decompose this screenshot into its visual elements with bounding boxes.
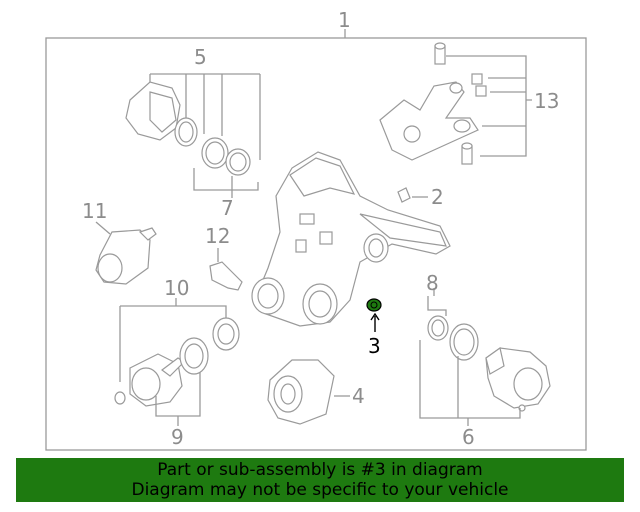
callout-9[interactable]: 9 — [171, 425, 184, 449]
part-6-flange[interactable] — [485, 346, 551, 412]
part-1-housing[interactable] — [251, 151, 451, 327]
part-8-rings[interactable] — [427, 315, 479, 361]
parts-diagram: 1 5 7 11 12 — [45, 8, 587, 451]
part-2-plug[interactable] — [397, 187, 411, 203]
callout-7[interactable]: 7 — [221, 196, 234, 220]
part-13-bracket[interactable] — [379, 42, 487, 165]
banner-line-1: Part or sub-assembly is #3 in diagram — [157, 460, 483, 480]
part-10-diff[interactable] — [212, 317, 240, 351]
banner-line-2: Diagram may not be specific to your vehi… — [131, 480, 509, 500]
callout-11[interactable]: 11 — [82, 199, 107, 223]
callout-13[interactable]: 13 — [534, 89, 559, 113]
callout-3[interactable]: 3 — [368, 334, 381, 358]
part-11-motor[interactable] — [95, 227, 157, 285]
callout-2[interactable]: 2 — [431, 185, 444, 209]
callout-4[interactable]: 4 — [352, 384, 365, 408]
part-12-sensor[interactable] — [209, 261, 243, 291]
callout-5[interactable]: 5 — [194, 45, 207, 69]
info-banner: Part or sub-assembly is #3 in diagram Di… — [16, 458, 624, 502]
callout-6[interactable]: 6 — [462, 425, 475, 449]
callout-10[interactable]: 10 — [164, 276, 189, 300]
part-3-highlighted[interactable] — [366, 298, 382, 312]
part-9-gears[interactable] — [114, 337, 209, 407]
callout-1[interactable]: 1 — [338, 8, 351, 32]
callout-12[interactable]: 12 — [205, 224, 230, 248]
part-4-mount[interactable] — [267, 359, 335, 425]
diagram-frame — [45, 37, 587, 451]
part-5-cover[interactable] — [125, 81, 251, 176]
callout-8[interactable]: 8 — [426, 271, 439, 295]
